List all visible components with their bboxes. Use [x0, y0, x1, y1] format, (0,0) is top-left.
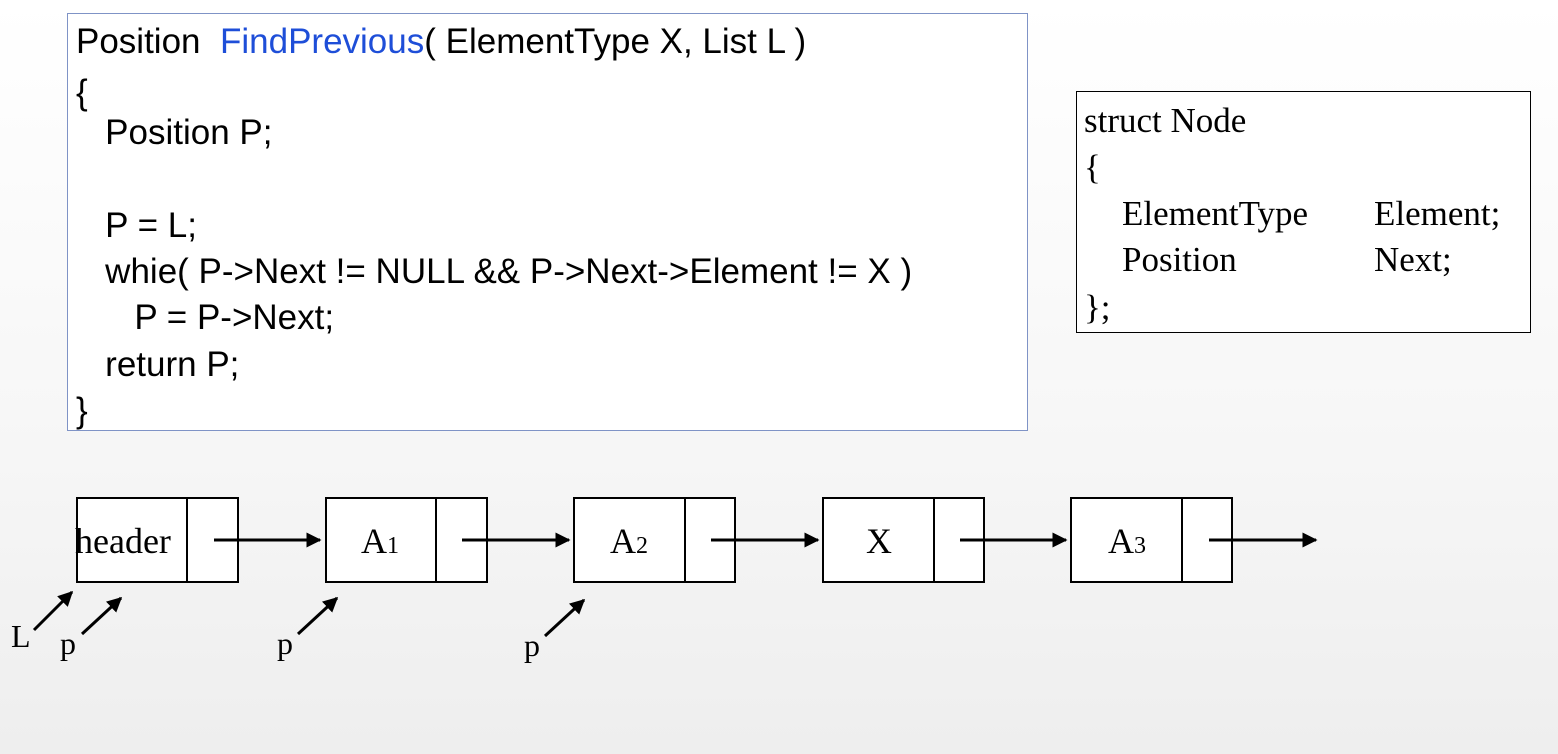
code-line-open-brace: { — [76, 73, 88, 112]
pointer-arrow-l — [32, 590, 74, 632]
pointer-label-l: L — [11, 618, 31, 654]
list-node-header: header — [75, 497, 239, 583]
code-line-return: return P; — [76, 345, 240, 384]
pointer-label-p: p — [277, 625, 293, 661]
code-box: Position FindPrevious( ElementType X, Li… — [67, 13, 1028, 431]
struct-header: struct Node — [1084, 101, 1247, 140]
code-line-while: whie( P->Next != NULL && P->Next->Elemen… — [76, 252, 913, 291]
code-line-advance: P = P->Next; — [76, 298, 335, 337]
struct-open-brace: { — [1084, 148, 1101, 187]
struct-field-name: Element; — [1374, 194, 1501, 233]
code-signature: Position FindPrevious( ElementType X, Li… — [76, 24, 806, 59]
node-label: A1 — [361, 521, 399, 561]
code-line-assignment: P = L; — [76, 206, 197, 245]
list-node-a1: A1 — [325, 497, 488, 583]
pointer-arrow-p — [296, 596, 339, 636]
struct-field-type: ElementType — [1122, 194, 1309, 233]
node-label: A2 — [610, 521, 648, 561]
struct-close-brace: }; — [1084, 288, 1111, 327]
function-name: FindPrevious — [219, 22, 425, 61]
pointer-label-p: p — [524, 627, 540, 663]
struct-field-name: Next; — [1374, 240, 1452, 279]
pointer-arrow-p — [543, 598, 586, 638]
struct-field-type: Position — [1122, 240, 1237, 279]
node-label: X — [866, 521, 892, 561]
list-node-x: X — [822, 497, 985, 583]
signature-params: ( ElementType X, List L ) — [424, 22, 807, 61]
code-line-close-brace: } — [76, 391, 88, 430]
pointer-arrow-p — [80, 596, 123, 636]
struct-node-box: struct Node { ElementType Element; Posit… — [1076, 91, 1531, 333]
list-node-a3: A3 — [1070, 497, 1233, 583]
signature-type: Position — [76, 22, 201, 61]
node-label: header — [75, 521, 171, 561]
code-line-declaration: Position P; — [76, 113, 273, 152]
node-label: A3 — [1108, 521, 1146, 561]
pointer-label-p: p — [60, 625, 76, 661]
list-node-a2: A2 — [573, 497, 736, 583]
